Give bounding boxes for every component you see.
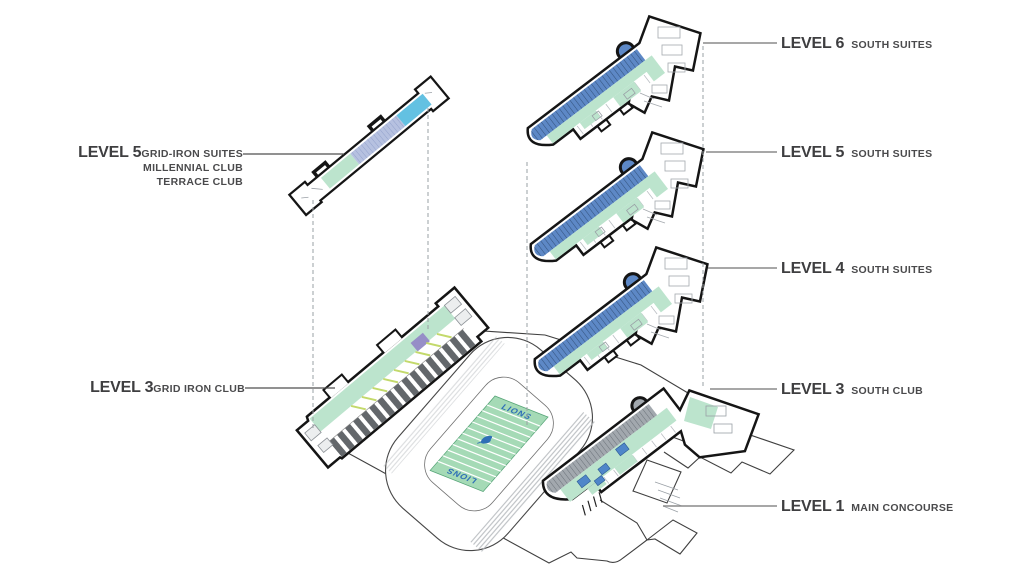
level4-subtitle: SOUTH SUITES (851, 264, 933, 276)
level6-title: LEVEL 6 (781, 35, 845, 52)
level5-west-title: LEVEL 5 (78, 144, 142, 161)
label-level4-south-suites: LEVEL 4 SOUTH SUITES (781, 260, 932, 278)
label-level6-south-suites: LEVEL 6 SOUTH SUITES (781, 35, 932, 53)
dashed-guides (312, 46, 704, 430)
level3-south-title: LEVEL 3 (781, 381, 845, 398)
lions-logo (477, 435, 493, 444)
gridiron-club-subtitle: GRID IRON CLUB (153, 383, 245, 395)
millennial-club-subtitle: MILLENNIAL CLUB (143, 162, 243, 174)
level6-subtitle: SOUTH SUITES (851, 39, 933, 51)
level1-subtitle: MAIN CONCOURSE (851, 502, 954, 514)
gridiron-suites-plate (287, 74, 451, 217)
label-level3-south-club: LEVEL 3 SOUTH CLUB (781, 381, 923, 399)
level1-title: LEVEL 1 (781, 498, 845, 515)
level3-south-subtitle: SOUTH CLUB (851, 385, 924, 397)
south-club-plate (541, 386, 761, 516)
label-level1-main-concourse: LEVEL 1 MAIN CONCOURSE (781, 498, 953, 516)
label-level3-gridiron-club: LEVEL 3 GRID IRON CLUB (90, 379, 245, 397)
label-level5-gridiron-suites: LEVEL 5 GRID-IRON SUITES MILLENNIAL CLUB… (78, 144, 243, 189)
level5-title: LEVEL 5 (781, 144, 845, 161)
leader-lines (243, 42, 777, 507)
level3-west-title: LEVEL 3 (90, 379, 154, 396)
gridiron-suites-subtitle: GRID-IRON SUITES (141, 148, 243, 160)
label-level5-south-suites: LEVEL 5 SOUTH SUITES (781, 144, 932, 162)
terrace-club-subtitle: TERRACE CLUB (156, 175, 243, 188)
level5-subtitle: SOUTH SUITES (851, 148, 933, 160)
level4-title: LEVEL 4 (781, 260, 845, 277)
club-tables (576, 442, 630, 489)
gridiron-club-plate (295, 285, 490, 470)
football-field: LIONS LIONS (429, 395, 549, 492)
